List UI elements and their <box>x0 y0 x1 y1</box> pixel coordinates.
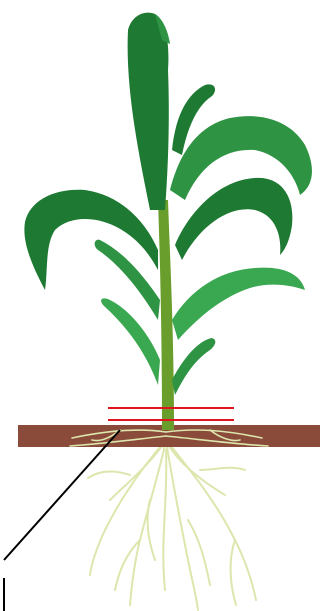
leaf-right-lower <box>172 268 305 340</box>
pointer-diagonal <box>4 430 120 560</box>
leaf-right-middle <box>175 178 292 260</box>
stem <box>158 200 174 430</box>
pointer-line <box>4 430 120 611</box>
leaf-right-small <box>172 338 215 395</box>
leaf-left-lower <box>101 298 160 385</box>
leaf-top <box>128 13 169 210</box>
root-system <box>88 440 256 610</box>
